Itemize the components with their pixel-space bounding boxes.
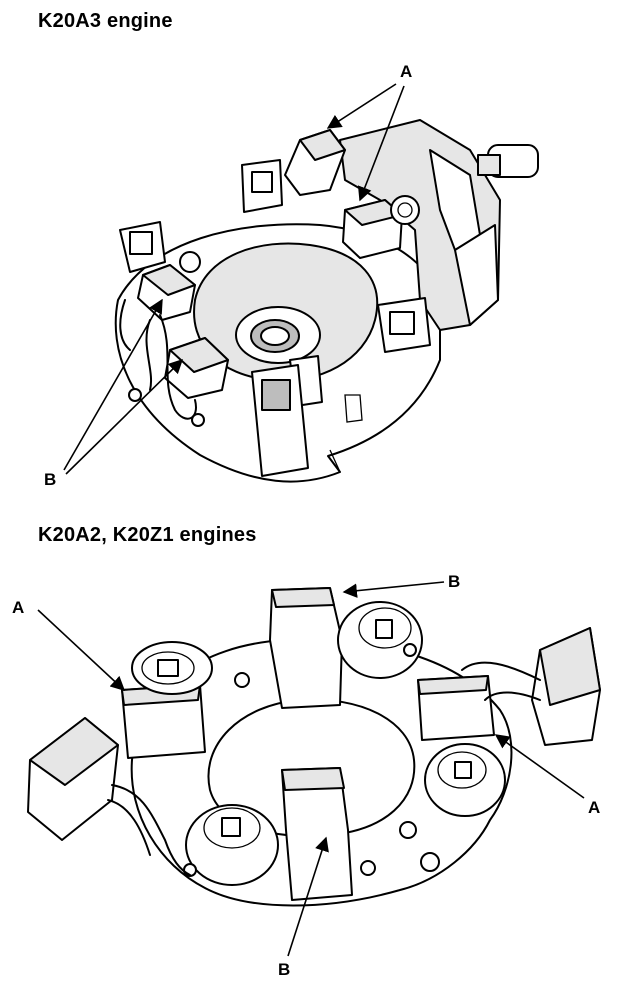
d1-lead-wire-1	[145, 319, 152, 391]
d2-spring-top-left-inner	[141, 651, 195, 685]
d1-lead-wire-3	[119, 299, 131, 351]
d2-spring-bottom-left	[185, 804, 279, 886]
d1-brush-holder-bottom-slot	[261, 379, 291, 411]
d2-spring-right	[424, 743, 506, 817]
d1-tab	[344, 394, 363, 423]
d2-spring-bottom-left-core	[221, 817, 241, 837]
d1-spring-center	[397, 202, 413, 218]
d2-lead-right-2	[484, 691, 541, 701]
d1-post-window-right	[389, 311, 415, 335]
d1-post-window-top	[251, 171, 273, 193]
d2-spring-right-core	[454, 761, 472, 779]
d1-mount-hole	[179, 251, 201, 273]
d2-brush-loose-left-top	[29, 717, 119, 786]
d2-lead-left-2	[107, 799, 151, 856]
d1-arrow-b2	[65, 358, 184, 475]
d2-hole-4	[420, 852, 440, 872]
diagram2-title: K20A2, K20Z1 engines	[38, 524, 257, 546]
d2-spring-top-left-core	[157, 659, 179, 677]
d2-holder-bottom-cap	[281, 767, 345, 791]
diagram2-label-a-left: A	[12, 598, 25, 617]
d1-arrow-b1	[63, 298, 163, 471]
d2-spring-top-right	[337, 601, 423, 679]
diagram2-label-a-right: A	[588, 798, 601, 817]
d1-arrow-a1	[326, 83, 397, 129]
d2-brush-box-right-top	[417, 675, 489, 695]
d1-arrow-a2	[357, 85, 405, 202]
d1-spring-coil	[390, 195, 420, 225]
diagram1-label-a: A	[400, 62, 413, 81]
d1-brush-a1-top	[299, 129, 346, 161]
d2-holder-top-cap	[271, 587, 335, 608]
d2-spring-right-inner	[437, 751, 487, 789]
d2-spring-bottom-left-inner	[203, 807, 261, 849]
diagram1-title: K20A3 engine	[38, 10, 173, 32]
d1-post-window-left	[129, 231, 153, 255]
d1-housing-side	[454, 224, 499, 326]
diagram1-brush-holder	[114, 119, 539, 483]
d1-rivet-left	[128, 388, 142, 402]
d1-center-bore	[260, 326, 290, 346]
d2-hole-1	[234, 672, 250, 688]
diagram2-label-b-bottom: B	[278, 960, 291, 979]
d1-brush-b2-top	[169, 337, 229, 373]
d1-rivet-bottom	[191, 413, 205, 427]
diagram2-label-b-top: B	[448, 572, 461, 591]
d2-hole-5	[360, 860, 376, 876]
d2-arrow-b-bottom	[287, 836, 329, 957]
d2-spring-top-right-inner	[358, 607, 412, 649]
d2-hole-2	[403, 643, 417, 657]
diagram1-label-b: B	[44, 470, 57, 489]
d1-rib	[329, 449, 341, 473]
diagram2-brush-holder	[27, 587, 601, 907]
d2-arrow-a-left	[37, 609, 126, 691]
d1-brush-b1-top	[142, 264, 196, 296]
d1-lead-wire-2	[159, 314, 197, 420]
d2-brush-loose-right-top	[539, 627, 601, 706]
d2-arrow-b-top	[342, 581, 445, 598]
d2-lead-left-1	[111, 784, 191, 876]
d1-terminal-collar	[477, 154, 501, 176]
d2-spring-top-right-core	[375, 619, 393, 639]
d2-arrow-a-right	[494, 734, 585, 799]
d2-lead-right-1	[461, 661, 541, 681]
d2-hole-3	[399, 821, 417, 839]
